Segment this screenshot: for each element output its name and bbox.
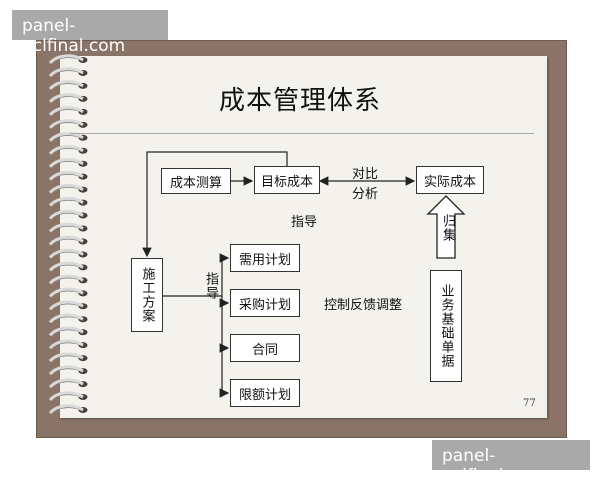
spiral-ring	[48, 235, 88, 246]
watermark-bottom: panel-uclfinal.com	[432, 440, 590, 486]
collect-arrow	[426, 195, 466, 259]
node-target-cost: 目标成本	[254, 166, 320, 194]
label-collect: 归集	[440, 214, 455, 242]
spiral-ring	[48, 93, 88, 104]
spiral-ring	[48, 67, 88, 78]
spiral-ring	[48, 378, 88, 389]
label-guide-top: 指导	[291, 215, 318, 230]
spiral-ring	[48, 287, 88, 298]
spiral-ring	[48, 54, 88, 65]
slide-paper	[60, 56, 547, 418]
spiral-ring	[48, 132, 88, 143]
spiral-ring	[48, 248, 88, 259]
edge-target-construction	[142, 151, 288, 258]
watermark-top: panel-uclfinal.com	[12, 10, 168, 56]
node-demand-plan: 需用计划	[230, 244, 300, 272]
label-feedback: 控制反馈调整	[324, 298, 403, 313]
spiral-ring	[48, 171, 88, 182]
node-cost-estimate: 成本测算	[161, 168, 231, 194]
spiral-ring	[48, 106, 88, 117]
spiral-ring	[48, 313, 88, 324]
spiral-ring	[48, 158, 88, 169]
spiral-ring	[48, 80, 88, 91]
node-business-documents: 业务基础单据	[430, 270, 462, 382]
spiral-ring	[48, 222, 88, 233]
title-divider	[70, 133, 534, 134]
spiral-ring	[48, 261, 88, 272]
spiral-ring	[48, 209, 88, 220]
spiral-ring	[48, 404, 88, 415]
node-purchase-plan: 采购计划	[230, 289, 300, 317]
label-compare: 对比	[352, 167, 379, 182]
label-guide-side: 指导	[203, 272, 218, 300]
spiral-ring	[48, 339, 88, 350]
page-number: 77	[523, 398, 536, 409]
spiral-ring	[48, 196, 88, 207]
spiral-ring	[48, 352, 88, 363]
node-quota-plan: 限额计划	[230, 379, 300, 407]
node-contract: 合同	[230, 334, 300, 362]
label-analyze: 分析	[352, 187, 379, 202]
spiral-ring	[48, 145, 88, 156]
spiral-ring	[48, 365, 88, 376]
node-construction-plan: 施工方案	[131, 258, 163, 332]
spiral-ring	[48, 184, 88, 194]
spiral-ring	[48, 300, 88, 311]
spiral-ring	[48, 391, 88, 402]
spiral-ring	[48, 326, 88, 337]
spiral-ring	[48, 119, 88, 130]
spiral-ring	[48, 274, 88, 285]
slide-title: 成本管理体系	[218, 86, 381, 116]
node-actual-cost: 实际成本	[416, 166, 484, 194]
